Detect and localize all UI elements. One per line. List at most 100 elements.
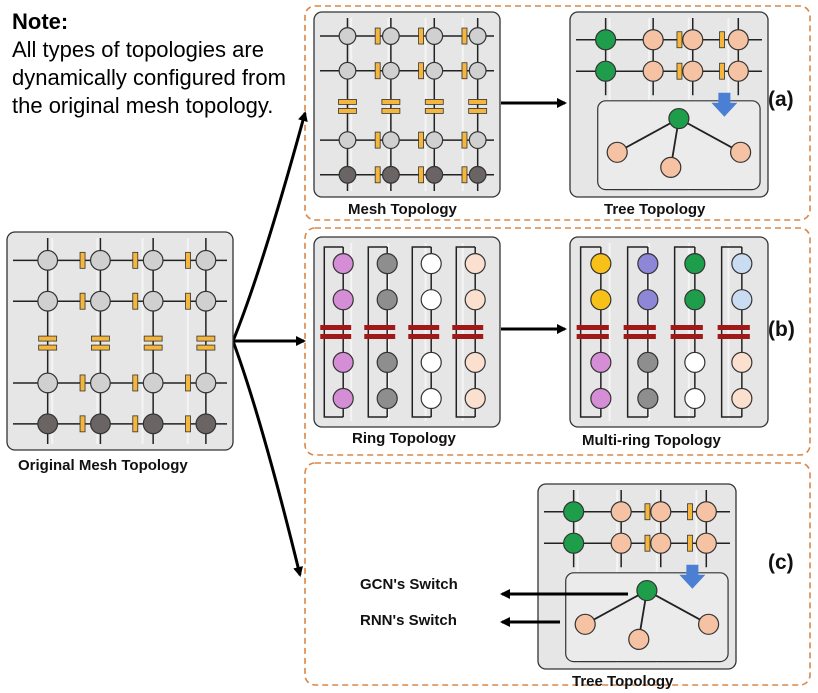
node	[684, 351, 706, 373]
switch	[719, 31, 725, 49]
down-arrow-icon	[711, 92, 738, 117]
switch	[79, 374, 86, 392]
node	[727, 29, 749, 51]
switch	[38, 335, 58, 342]
note-title: Note:	[12, 9, 69, 34]
switch	[132, 374, 139, 392]
node	[420, 387, 442, 410]
node	[338, 131, 357, 150]
switch	[338, 108, 357, 114]
node	[376, 387, 398, 410]
switch	[717, 334, 750, 339]
original-mesh-label: Original Mesh Topology	[18, 457, 188, 474]
node	[468, 131, 487, 150]
node	[195, 372, 217, 394]
switch	[424, 108, 444, 114]
node	[332, 387, 354, 410]
node	[637, 387, 659, 410]
node	[425, 131, 444, 150]
node	[684, 289, 706, 311]
ring-link	[323, 246, 344, 418]
node	[338, 61, 357, 80]
ring-link	[626, 246, 648, 418]
node	[590, 387, 612, 410]
node	[660, 156, 682, 178]
switch	[79, 415, 86, 433]
switch	[132, 292, 139, 310]
switch	[143, 335, 163, 342]
node	[650, 501, 672, 523]
tree-topology-panel-a	[569, 11, 769, 198]
node	[642, 29, 664, 51]
node	[731, 253, 753, 275]
link	[646, 589, 710, 626]
node	[563, 532, 585, 554]
switch	[461, 166, 468, 184]
switch	[381, 108, 401, 114]
node	[606, 141, 628, 163]
switch	[132, 415, 139, 433]
panel-background	[313, 11, 501, 198]
node	[590, 253, 612, 275]
switch	[719, 62, 725, 80]
link	[616, 117, 680, 154]
switch	[670, 325, 703, 330]
node	[142, 249, 164, 271]
node	[468, 61, 487, 80]
switch	[644, 534, 651, 552]
switch	[185, 374, 191, 392]
node	[425, 27, 444, 45]
switch	[91, 344, 110, 351]
node	[425, 61, 444, 80]
node	[727, 60, 749, 82]
group-b-tag: (b)	[768, 318, 795, 341]
switch	[623, 325, 656, 330]
node	[468, 27, 487, 45]
switch	[468, 108, 488, 114]
node	[637, 351, 659, 373]
node	[636, 579, 658, 602]
rnn-switch-label: RNN's Switch	[360, 612, 457, 629]
mesh-topology-panel	[313, 11, 501, 198]
node	[425, 165, 444, 184]
node	[332, 253, 354, 275]
switch-arrows	[500, 589, 628, 627]
switch	[461, 131, 468, 149]
node	[637, 253, 659, 275]
switch	[408, 325, 440, 330]
switch	[576, 334, 609, 339]
node	[90, 413, 111, 435]
switch	[676, 62, 683, 80]
ring-link	[455, 246, 476, 418]
group-b-dashed-box	[304, 227, 811, 456]
node	[610, 501, 632, 523]
switch	[91, 335, 110, 342]
switch	[185, 415, 191, 433]
switch	[196, 335, 216, 342]
node	[90, 372, 111, 394]
node	[142, 413, 164, 435]
panel-background	[313, 236, 501, 428]
node	[37, 249, 59, 271]
original-mesh-panel	[6, 231, 234, 451]
switch	[418, 131, 424, 149]
switch	[79, 292, 86, 310]
node	[195, 290, 217, 312]
tree-topology-label-c: Tree Topology	[572, 673, 674, 690]
node	[468, 165, 487, 184]
note-body: All types of topologies are dynamically …	[12, 37, 286, 118]
switch	[717, 325, 750, 330]
switch	[132, 251, 139, 269]
ring-link	[367, 246, 388, 418]
node	[90, 249, 111, 271]
node	[37, 372, 59, 394]
switch	[418, 166, 424, 184]
switch	[418, 27, 424, 45]
group-a-tag: (a)	[768, 88, 794, 111]
switch	[320, 325, 352, 330]
node	[332, 289, 354, 311]
node	[376, 289, 398, 311]
node	[695, 532, 717, 554]
gcn-switch-label: GCN's Switch	[360, 576, 458, 593]
